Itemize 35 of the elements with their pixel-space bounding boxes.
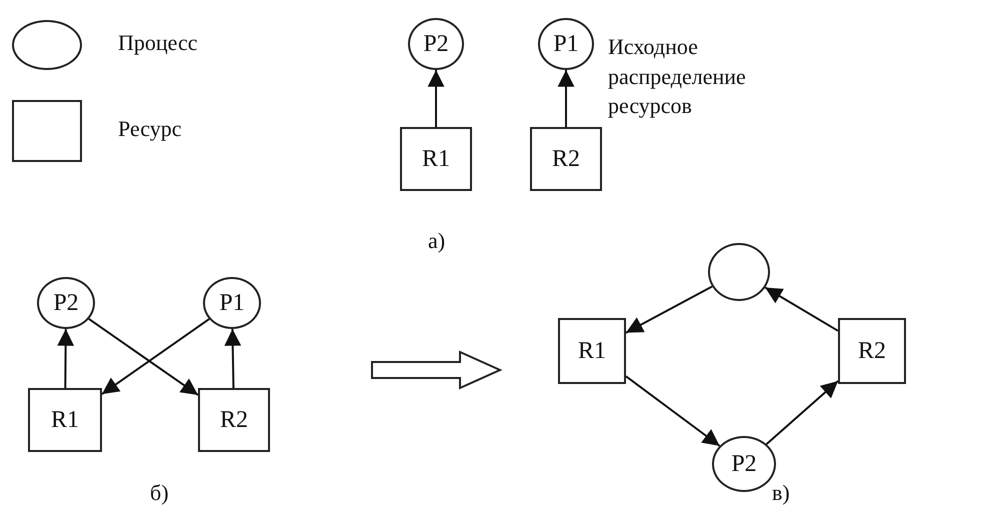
panel-label: а)	[428, 227, 446, 255]
process-label: P2	[731, 450, 757, 478]
legend-label: Процесс	[118, 30, 198, 56]
resource-label: R1	[578, 338, 606, 364]
arrow	[625, 375, 720, 447]
resource-box	[198, 388, 270, 452]
panel-label: б)	[150, 479, 169, 507]
resource-box	[838, 318, 906, 384]
arrow	[101, 318, 210, 395]
legend-label: Ресурс	[118, 116, 182, 142]
resource-label: R1	[50, 406, 79, 434]
arrow	[57, 328, 74, 388]
process-circle	[37, 277, 95, 329]
arrow	[626, 286, 713, 334]
arrow	[766, 380, 839, 445]
resource-box	[400, 127, 472, 191]
resource-label: R2	[858, 338, 886, 364]
process-label: P2	[423, 30, 449, 58]
arrow	[224, 328, 242, 388]
arrow	[88, 318, 199, 396]
resource-box	[530, 127, 602, 191]
process-circle	[203, 277, 261, 329]
arrow	[558, 70, 574, 127]
resource-box	[28, 388, 102, 452]
arrow	[764, 286, 839, 332]
process-label: P1	[219, 290, 245, 316]
process-label: P2	[53, 290, 79, 316]
panel-label: в)	[772, 479, 790, 507]
description-text: Исходное распределение ресурсов	[608, 33, 747, 120]
process-label: P1	[553, 30, 579, 58]
arrow	[428, 70, 444, 127]
resource-label: R2	[220, 406, 248, 434]
resource-box	[558, 318, 626, 384]
resource-label: R1	[422, 146, 450, 172]
resource-label: R2	[552, 146, 580, 172]
